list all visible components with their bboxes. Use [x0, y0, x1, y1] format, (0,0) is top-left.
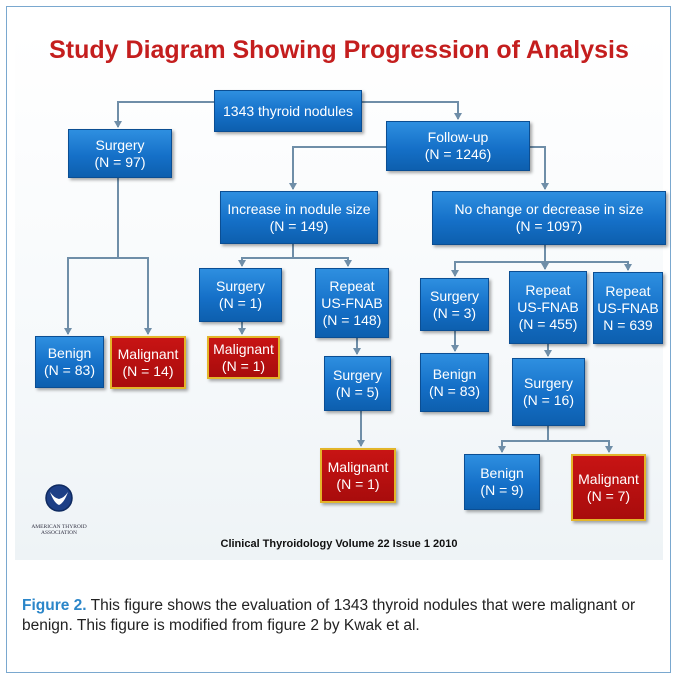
node-repeat-148: Repeat US-FNAB (N = 148): [315, 268, 389, 338]
node-increase: Increase in nodule size (N = 149): [220, 191, 378, 244]
node-nochange: No change or decrease in size (N = 1097): [432, 191, 666, 245]
node-repeat-455-line1: Repeat: [525, 282, 571, 298]
node-benign-9-line1: Benign: [480, 465, 524, 481]
node-benign-83-right-line1: Benign: [432, 365, 477, 382]
node-benign-83-left-line1: Benign: [47, 345, 92, 361]
node-benign-83-left: Benign (N = 83): [35, 336, 104, 388]
node-repeat-148-line1: Repeat: [329, 277, 375, 294]
node-surgery-97-line1: Surgery: [95, 136, 145, 153]
node-increase-line1: Increase in nodule size: [227, 200, 371, 217]
node-malignant-7-line2: (N = 7): [586, 487, 631, 504]
node-nochange-line1: No change or decrease in size: [454, 201, 644, 217]
node-malignant-1-left-line2: (N = 1): [221, 357, 266, 374]
connector-nochange-repeat639: [545, 261, 632, 271]
figure-caption: Figure 2. This figure shows the evaluati…: [22, 596, 657, 636]
node-malignant-7-line1: Malignant: [578, 470, 639, 487]
node-repeat-455-line2: US-FNAB: [517, 299, 579, 315]
node-repeat-148-line2: US-FNAB: [321, 294, 383, 311]
node-followup-line2: (N = 1246): [424, 146, 492, 162]
node-malignant-1-right: Malignant (N = 1): [320, 448, 396, 503]
node-benign-83-left-line2: (N = 83): [44, 362, 95, 378]
node-surgery-3-line1: Surgery: [429, 287, 480, 304]
node-surgery-97: Surgery (N = 97): [68, 129, 172, 178]
connector-root-surgery: [114, 101, 214, 128]
node-benign-83-right: Benign (N = 83): [420, 353, 489, 412]
node-surgery-3-line2: (N = 3): [432, 304, 477, 321]
node-surgery-1: Surgery (N = 1): [199, 268, 282, 322]
node-followup: Follow-up (N = 1246): [386, 121, 530, 171]
node-surgery-1-line2: (N = 1): [218, 295, 263, 311]
node-followup-line1: Follow-up: [427, 129, 489, 145]
connector-surgery16-malignant7: [548, 440, 613, 453]
connector-followup-nochange: [530, 146, 549, 190]
node-surgery-5: Surgery (N = 5): [324, 356, 391, 411]
node-repeat-639-line1: Repeat: [605, 282, 651, 299]
node-malignant-14: Malignant (N = 14): [110, 336, 186, 389]
node-surgery-1-line1: Surgery: [215, 278, 266, 294]
connector-increase-repeat148: [293, 257, 352, 267]
node-benign-9: Benign (N = 9): [464, 454, 540, 510]
node-benign-83-right-line2: (N = 83): [429, 382, 480, 399]
logo-caption: AMERICAN THYROID ASSOCIATION: [31, 524, 87, 536]
node-repeat-455: Repeat US-FNAB (N = 455): [509, 271, 587, 344]
node-benign-9-line2: (N = 9): [480, 482, 524, 498]
node-malignant-14-line2: (N = 14): [122, 362, 174, 379]
connector-surgery97-malignant: [118, 257, 152, 335]
node-root: 1343 thyroid nodules: [214, 90, 362, 132]
connector-increase-surgery1: [238, 244, 294, 267]
node-surgery-16-line2: (N = 16): [523, 392, 574, 408]
node-surgery-3: Surgery (N = 3): [420, 278, 489, 331]
node-malignant-1-left-line1: Malignant: [213, 340, 274, 357]
node-increase-line2: (N = 149): [269, 217, 329, 234]
node-nochange-line2: (N = 1097): [515, 218, 583, 234]
american-thyroid-association-logo-icon: [45, 484, 73, 512]
connector-followup-increase: [289, 146, 386, 190]
figure-caption-text: This figure shows the evaluation of 1343…: [22, 597, 636, 634]
node-surgery-16-line1: Surgery: [523, 375, 574, 391]
node-malignant-7: Malignant (N = 7): [571, 454, 646, 521]
node-repeat-639-line2: US-FNAB: [597, 299, 659, 316]
node-root-line1: 1343 thyroid nodules: [223, 102, 353, 119]
connector-surgery97-split: [64, 177, 119, 335]
node-malignant-1-left: Malignant (N = 1): [207, 336, 280, 379]
node-repeat-639-line3: N = 639: [603, 316, 653, 333]
connector-nochange-split: [451, 245, 546, 277]
node-malignant-1-right-line2: (N = 1): [336, 475, 380, 492]
node-surgery-16: Surgery (N = 16): [512, 358, 585, 426]
figure-label: Figure 2.: [22, 597, 87, 614]
credit-line: Clinical Thyroidology Volume 22 Issue 1 …: [220, 538, 458, 550]
diagram-title: Study Diagram Showing Progression of Ana…: [49, 36, 629, 64]
node-repeat-148-line3: (N = 148): [322, 311, 382, 328]
node-surgery-5-line1: Surgery: [332, 366, 383, 383]
node-surgery-97-line2: (N = 97): [94, 153, 146, 170]
node-surgery-5-line2: (N = 5): [335, 383, 380, 400]
node-malignant-1-right-line1: Malignant: [327, 458, 389, 475]
node-repeat-639: Repeat US-FNAB N = 639: [593, 272, 663, 344]
node-malignant-14-line1: Malignant: [117, 345, 179, 362]
connector-root-followup: [362, 101, 462, 120]
node-repeat-455-line3: (N = 455): [518, 316, 578, 332]
connector-surgery16-split: [498, 426, 549, 453]
